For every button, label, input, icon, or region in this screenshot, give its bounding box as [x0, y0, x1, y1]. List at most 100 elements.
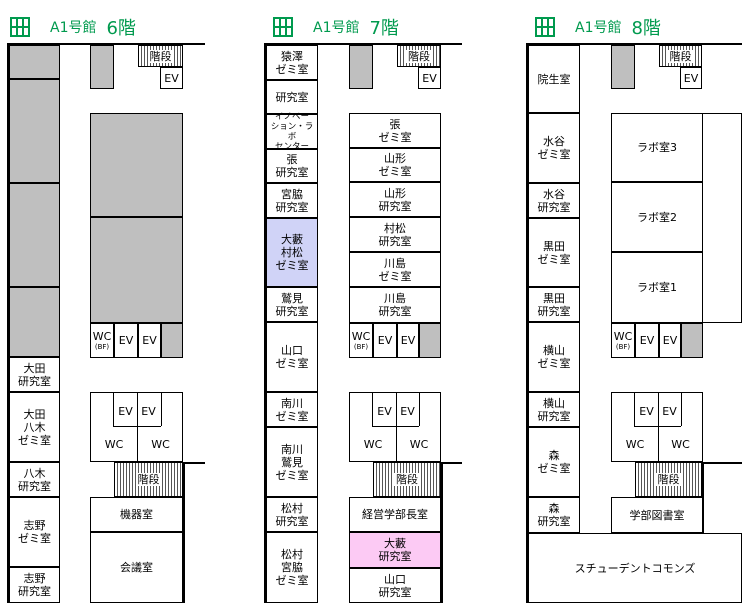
- room-lab-2: ラボ室2: [611, 182, 703, 252]
- room-kawashima-seminar: 川島 ゼミ室: [349, 252, 441, 287]
- room-kuroda-seminar: 黒田 ゼミ室: [528, 218, 580, 287]
- outer-wall: [526, 43, 742, 45]
- room: [90, 217, 183, 323]
- room-zhang-lab: 張 研究室: [266, 149, 318, 183]
- room-lab-3: ラボ室3: [611, 113, 703, 182]
- elevator: EV: [659, 323, 681, 358]
- room-yamagata-lab: 山形 研究室: [349, 182, 441, 217]
- room: [702, 113, 742, 323]
- room-muramatsu-lab: 村松 研究室: [349, 217, 441, 252]
- room: [9, 45, 60, 79]
- elevator: EV: [400, 404, 415, 418]
- room: [9, 183, 60, 287]
- room-oyabu-lab: 大藪 研究室: [349, 532, 441, 568]
- room: [9, 79, 60, 183]
- elevator: EV: [680, 67, 702, 89]
- building-name: A1号館: [575, 20, 622, 36]
- restroom: WC(BF): [611, 323, 635, 358]
- outer-wall: [183, 462, 205, 464]
- restroom: WC: [625, 437, 645, 451]
- floor-label: 8階: [631, 18, 661, 39]
- room-mizutani-lab: 水谷 研究室: [528, 183, 580, 218]
- stairs: 階段: [373, 462, 441, 497]
- elevator: EV: [635, 323, 659, 358]
- outer-wall: [264, 43, 266, 603]
- outer-wall: [441, 462, 443, 603]
- room-lab: 研究室: [266, 80, 318, 114]
- room-equipment: 機器室: [90, 497, 183, 532]
- building-name: A1号館: [50, 20, 97, 36]
- elevator: EV: [138, 323, 161, 358]
- elevator: EV: [114, 323, 138, 358]
- room-mori-seminar: 森 ゼミ室: [528, 427, 580, 497]
- restroom: WC(BF): [90, 323, 114, 358]
- room-oyabu-muramatsu-seminar: 大藪 村松 ゼミ室: [266, 218, 318, 287]
- room-yamagata-seminar: 山形 ゼミ室: [349, 148, 441, 182]
- room-conference: 会議室: [90, 532, 183, 603]
- room-yokoyama-lab: 横山 研究室: [528, 392, 580, 427]
- room-ota-lab: 大田 研究室: [9, 357, 60, 392]
- room: [9, 287, 60, 357]
- outer-wall: [7, 43, 9, 603]
- stairs: 階段: [114, 462, 183, 497]
- room-innovation-lab-center: イノベー ション・ラボ センター: [266, 112, 318, 152]
- restroom: WC: [151, 437, 170, 451]
- elevator: EV: [373, 323, 397, 358]
- outer-wall: [702, 462, 704, 533]
- building-icon: [535, 17, 555, 37]
- room-yamaguchi-seminar: 山口 ゼミ室: [266, 322, 318, 392]
- room-sarusawa-seminar: 猿澤 ゼミ室: [266, 45, 318, 80]
- room-graduate: 院生室: [528, 45, 580, 113]
- elevator: EV: [418, 67, 441, 89]
- room-mizutani-seminar: 水谷 ゼミ室: [528, 113, 580, 183]
- room-ota-yagi-seminar: 大田 八木 ゼミ室: [9, 392, 60, 462]
- restroom-block: [611, 392, 703, 462]
- room-lab-1: ラボ室1: [611, 252, 703, 323]
- shaft: [611, 45, 635, 89]
- room-sumi-lab: 鷲見 研究室: [266, 287, 318, 322]
- room-student-commons: スチューデントコモンズ: [528, 533, 742, 603]
- room-yagi-lab: 八木 研究室: [9, 462, 60, 497]
- elevator: EV: [662, 404, 677, 418]
- room-shino-seminar: 志野 ゼミ室: [9, 497, 60, 567]
- room-matsumura-lab: 松村 研究室: [266, 497, 318, 532]
- floor-label: 7階: [369, 18, 399, 39]
- restroom-block: [349, 392, 441, 462]
- elevator: EV: [377, 404, 392, 418]
- shaft: [90, 45, 114, 89]
- outer-wall: [441, 462, 462, 464]
- shaft: [161, 323, 183, 358]
- room-kawashima-lab: 川島 研究室: [349, 287, 441, 323]
- outer-wall: [7, 43, 205, 45]
- floor-label: 6階: [106, 18, 136, 39]
- stairs: 階段: [138, 45, 183, 67]
- room-faculty-library: 学部図書室: [611, 497, 703, 533]
- room-zhang-seminar: 張 ゼミ室: [349, 113, 441, 148]
- room: [90, 113, 183, 217]
- elevator: EV: [397, 323, 419, 358]
- elevator: EV: [639, 404, 654, 418]
- floor-8-header: A1号館 8階: [535, 14, 661, 40]
- outer-wall: [526, 43, 528, 603]
- room-shino-lab: 志野 研究室: [9, 567, 60, 603]
- room-yokoyama-seminar: 横山 ゼミ室: [528, 322, 580, 392]
- outer-wall: [264, 43, 462, 45]
- shaft: [681, 323, 703, 358]
- restroom: WC: [104, 437, 124, 451]
- building-icon: [10, 17, 30, 37]
- elevator: EV: [118, 404, 133, 418]
- building-icon: [273, 17, 293, 37]
- room-yamaguchi-lab: 山口 研究室: [349, 568, 441, 603]
- shaft: [419, 323, 441, 358]
- restroom: WC: [363, 437, 383, 451]
- building-name: A1号館: [313, 20, 360, 36]
- restroom: WC(BF): [349, 323, 373, 358]
- stairs: 階段: [659, 45, 702, 67]
- outer-wall: [702, 462, 742, 464]
- room-mori-lab: 森 研究室: [528, 497, 580, 533]
- restroom: WC: [409, 437, 429, 451]
- floor-6-header: A1号館 6階: [10, 14, 136, 40]
- outer-wall: [183, 462, 185, 603]
- stairs: 階段: [397, 45, 441, 67]
- restroom-block: [90, 392, 183, 462]
